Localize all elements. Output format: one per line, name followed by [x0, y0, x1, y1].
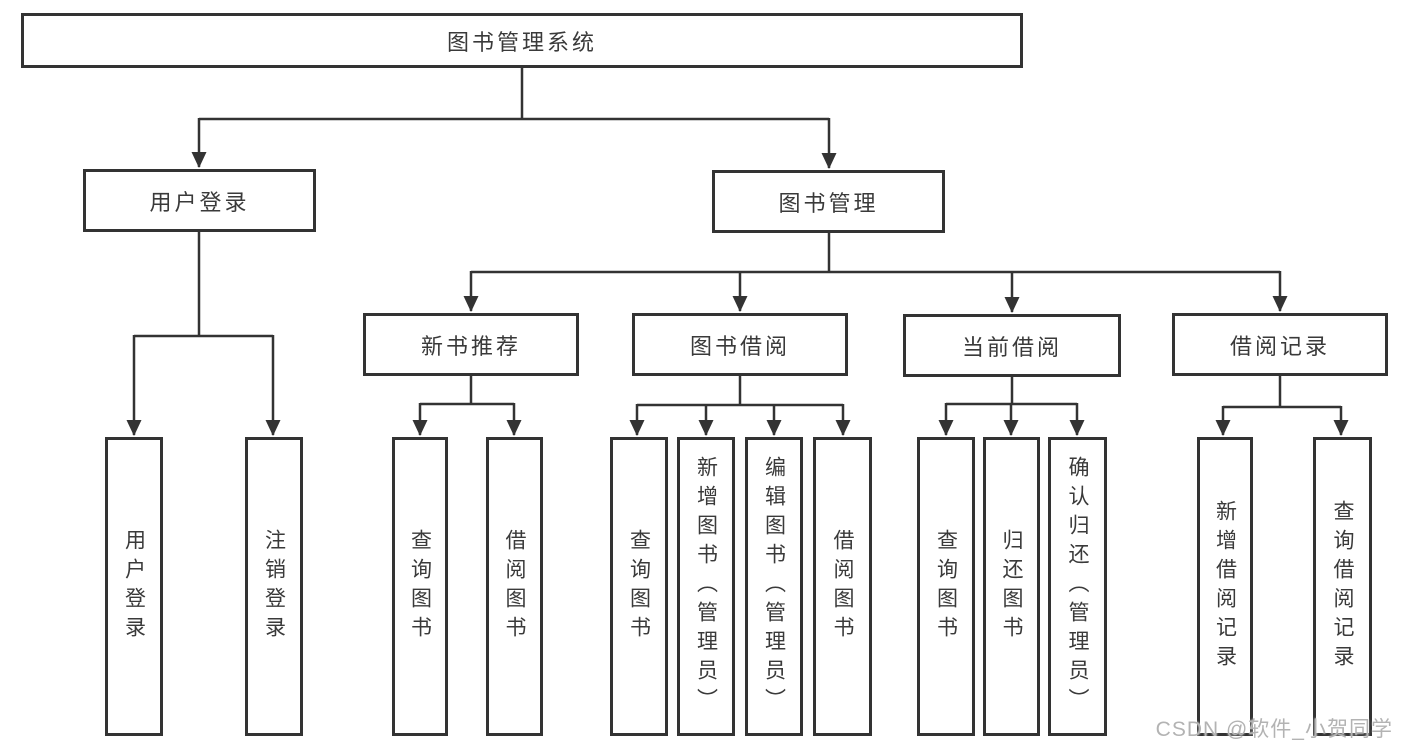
- leaf-query-book-2: 查询图书: [610, 437, 668, 736]
- node-label: 新增图书（管理员）: [694, 456, 718, 717]
- connector-group: [126, 68, 1349, 436]
- node-root-system: 图书管理系统: [21, 13, 1023, 68]
- leaf-edit-book-admin: 编辑图书（管理员）: [745, 437, 803, 736]
- node-label: 用户登录: [149, 189, 250, 215]
- node-label: 借阅图书: [503, 528, 526, 645]
- node-label: 查询图书: [627, 528, 651, 645]
- node-label: 借阅记录: [1229, 333, 1330, 359]
- leaf-confirm-return-admin: 确认归还（管理员）: [1048, 437, 1107, 736]
- node-label: 图书管理系统: [446, 29, 597, 55]
- node-label: 编辑图书（管理员）: [762, 456, 786, 717]
- node-borrow-records: 借阅记录: [1172, 313, 1388, 376]
- node-current-borrowing: 当前借阅: [903, 314, 1121, 377]
- node-user-login: 用户登录: [83, 169, 316, 232]
- node-label: 借阅图书: [831, 528, 854, 645]
- node-label: 归还图书: [1000, 528, 1023, 645]
- node-label: 用户登录: [122, 528, 146, 645]
- node-label: 查询图书: [934, 528, 958, 645]
- node-label: 新增借阅记录: [1213, 499, 1237, 674]
- leaf-user-login: 用户登录: [105, 437, 163, 736]
- leaf-borrow-book-1: 借阅图书: [486, 437, 543, 736]
- node-label: 注销登录: [262, 528, 286, 645]
- leaf-add-borrow-record: 新增借阅记录: [1197, 437, 1253, 736]
- node-new-book-recommend: 新书推荐: [363, 313, 579, 376]
- leaf-query-borrow-record: 查询借阅记录: [1313, 437, 1372, 736]
- node-label: 新书推荐: [420, 333, 521, 359]
- node-label: 图书管理: [778, 190, 879, 216]
- node-label: 确认归还（管理员）: [1066, 456, 1089, 717]
- node-label: 查询图书: [408, 528, 432, 645]
- node-book-borrowing: 图书借阅: [632, 313, 848, 376]
- leaf-borrow-book-2: 借阅图书: [813, 437, 872, 736]
- node-book-management: 图书管理: [712, 170, 945, 233]
- leaf-query-book-3: 查询图书: [917, 437, 975, 736]
- node-label: 查询借阅记录: [1331, 499, 1354, 674]
- node-label: 图书借阅: [689, 333, 790, 359]
- leaf-return-book: 归还图书: [983, 437, 1040, 736]
- csdn-watermark: CSDN @软件_小贺同学: [1155, 718, 1393, 741]
- leaf-logout: 注销登录: [245, 437, 303, 736]
- node-label: 当前借阅: [961, 334, 1062, 360]
- leaf-add-book-admin: 新增图书（管理员）: [677, 437, 735, 736]
- leaf-query-book-1: 查询图书: [392, 437, 448, 736]
